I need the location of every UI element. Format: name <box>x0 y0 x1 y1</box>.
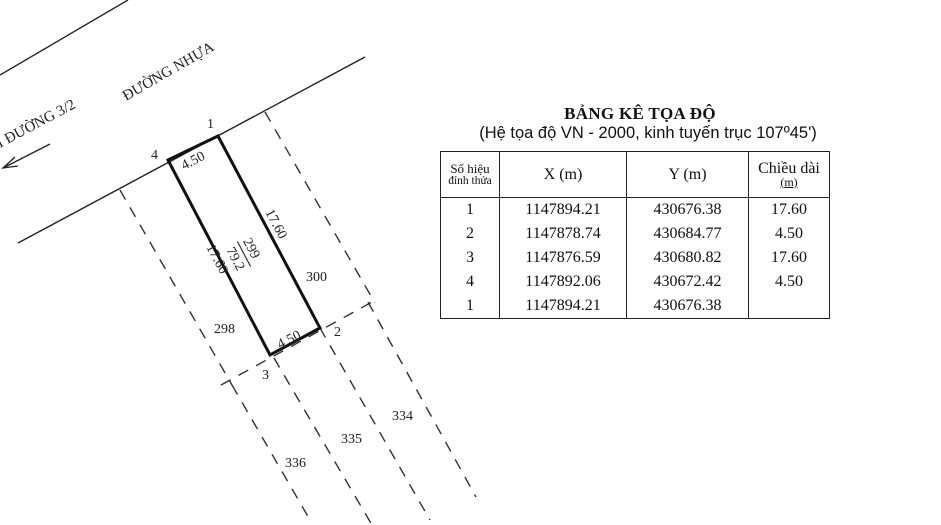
point-cell: 2 <box>466 225 474 242</box>
direction-arrow <box>1 143 51 169</box>
x-cell: 1147878.74 <box>525 225 601 242</box>
length-cell: 4.50 <box>775 273 803 290</box>
header-point-id: Số hiệu đỉnh thửa <box>440 151 500 198</box>
corner-label-3: 3 <box>262 368 269 383</box>
header-x: X (m) <box>499 151 627 198</box>
y-cell: 430672.42 <box>653 273 722 290</box>
length-cell: 4.50 <box>775 225 803 242</box>
header-point-line1: Số hiệu <box>450 161 490 176</box>
road-edge-top <box>0 0 129 76</box>
table-header-row: Số hiệu đỉnh thửa X (m) Y (m) Chiều dài … <box>440 151 830 198</box>
edge-length-left: 17.60 <box>202 242 230 277</box>
length-cell: 17.60 <box>771 201 807 218</box>
road-left-label: I ĐƯỜNG 3/2 <box>0 96 78 152</box>
x-cell: 1147894.21 <box>525 297 601 314</box>
neighbor-lot-298: 298 <box>214 322 235 337</box>
header-x-label: X (m) <box>543 165 583 183</box>
corner-label-4: 4 <box>151 148 158 163</box>
neighbor-lot-335: 335 <box>341 432 362 447</box>
header-length: Chiều dài (m) <box>748 151 830 198</box>
y-cell: 430676.38 <box>653 201 722 218</box>
road-name-label: ĐƯỜNG NHỰA <box>120 38 218 104</box>
length-column: 17.60 4.50 17.60 4.50 <box>748 197 830 319</box>
header-length-line2: (m) <box>780 175 798 189</box>
coordinate-table: Số hiệu đỉnh thửa X (m) Y (m) Chiều dài … <box>440 151 830 319</box>
table-body-row: 1 2 3 4 1 1147894.21 1147878.74 1147876.… <box>440 197 830 319</box>
coordinate-table-panel: BẢNG KÊ TỌA ĐỘ (Hệ tọa độ VN - 2000, kin… <box>430 104 850 319</box>
corner-label-1: 1 <box>207 117 214 132</box>
neighbor-lot-300: 300 <box>306 270 327 285</box>
point-column: 1 2 3 4 1 <box>440 197 500 319</box>
corner-label-2: 2 <box>334 325 341 340</box>
table-subtitle: (Hệ tọa độ VN - 2000, kinh tuyến trục 10… <box>479 124 817 142</box>
x-cell: 1147876.59 <box>525 249 601 266</box>
y-column: 430676.38 430684.77 430680.82 430672.42 … <box>626 197 749 319</box>
length-cell: 17.60 <box>771 249 807 266</box>
y-cell: 430680.82 <box>653 249 722 266</box>
header-y-label: Y (m) <box>668 165 707 183</box>
header-point-line2: đỉnh thửa <box>448 175 492 187</box>
point-cell: 1 <box>466 297 474 314</box>
y-cell: 430684.77 <box>653 225 722 242</box>
lot-299-boundary <box>165 134 323 358</box>
table-title: BẢNG KÊ TỌA ĐỘ <box>564 104 716 123</box>
x-cell: 1147894.21 <box>525 201 601 218</box>
neighbor-boundaries <box>119 111 477 525</box>
neighbor-lot-336: 336 <box>285 456 306 471</box>
lot-label: 299 79.2 <box>222 236 262 274</box>
header-y: Y (m) <box>626 151 749 198</box>
point-cell: 1 <box>466 201 474 218</box>
y-cell: 430676.38 <box>653 297 722 314</box>
point-cell: 4 <box>466 273 474 290</box>
edge-length-bottom: 4.50 <box>275 328 304 352</box>
x-column: 1147894.21 1147878.74 1147876.59 1147892… <box>499 197 627 319</box>
x-cell: 1147892.06 <box>525 273 601 290</box>
neighbor-lot-334: 334 <box>392 409 413 424</box>
header-length-line1: Chiều dài <box>758 160 820 177</box>
point-cell: 3 <box>466 249 474 266</box>
